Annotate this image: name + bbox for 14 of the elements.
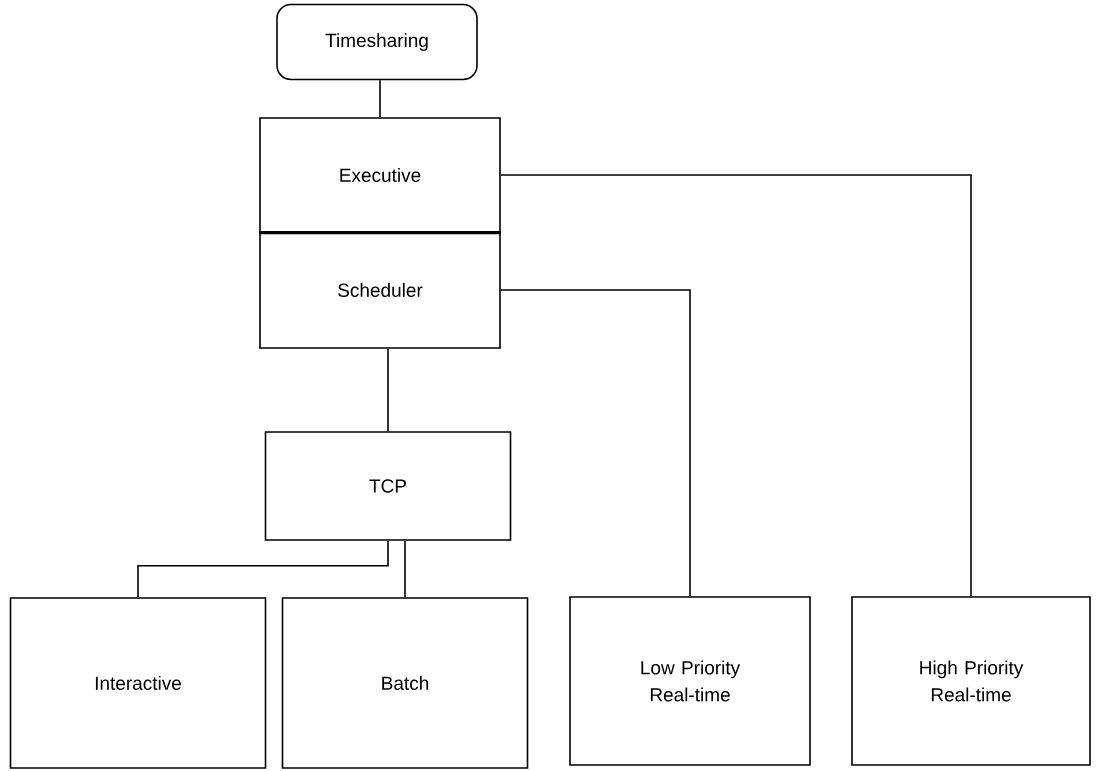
process-box: Batch (281, 597, 529, 769)
connector-line (387, 348, 389, 432)
connector-line (500, 289, 691, 597)
connector-line (137, 540, 389, 598)
process-box: Scheduler (259, 231, 501, 349)
connector-line (500, 174, 972, 597)
rounded-box: Timesharing (276, 3, 478, 81)
process-box: Low Priority Real-time (569, 596, 811, 766)
process-box: High Priority Real-time (851, 596, 1091, 766)
connector-line (404, 540, 406, 598)
connector-line (379, 79, 381, 118)
process-box: Interactive (9, 597, 267, 769)
process-box: TCP (264, 431, 512, 541)
process-box: Executive (259, 117, 501, 233)
